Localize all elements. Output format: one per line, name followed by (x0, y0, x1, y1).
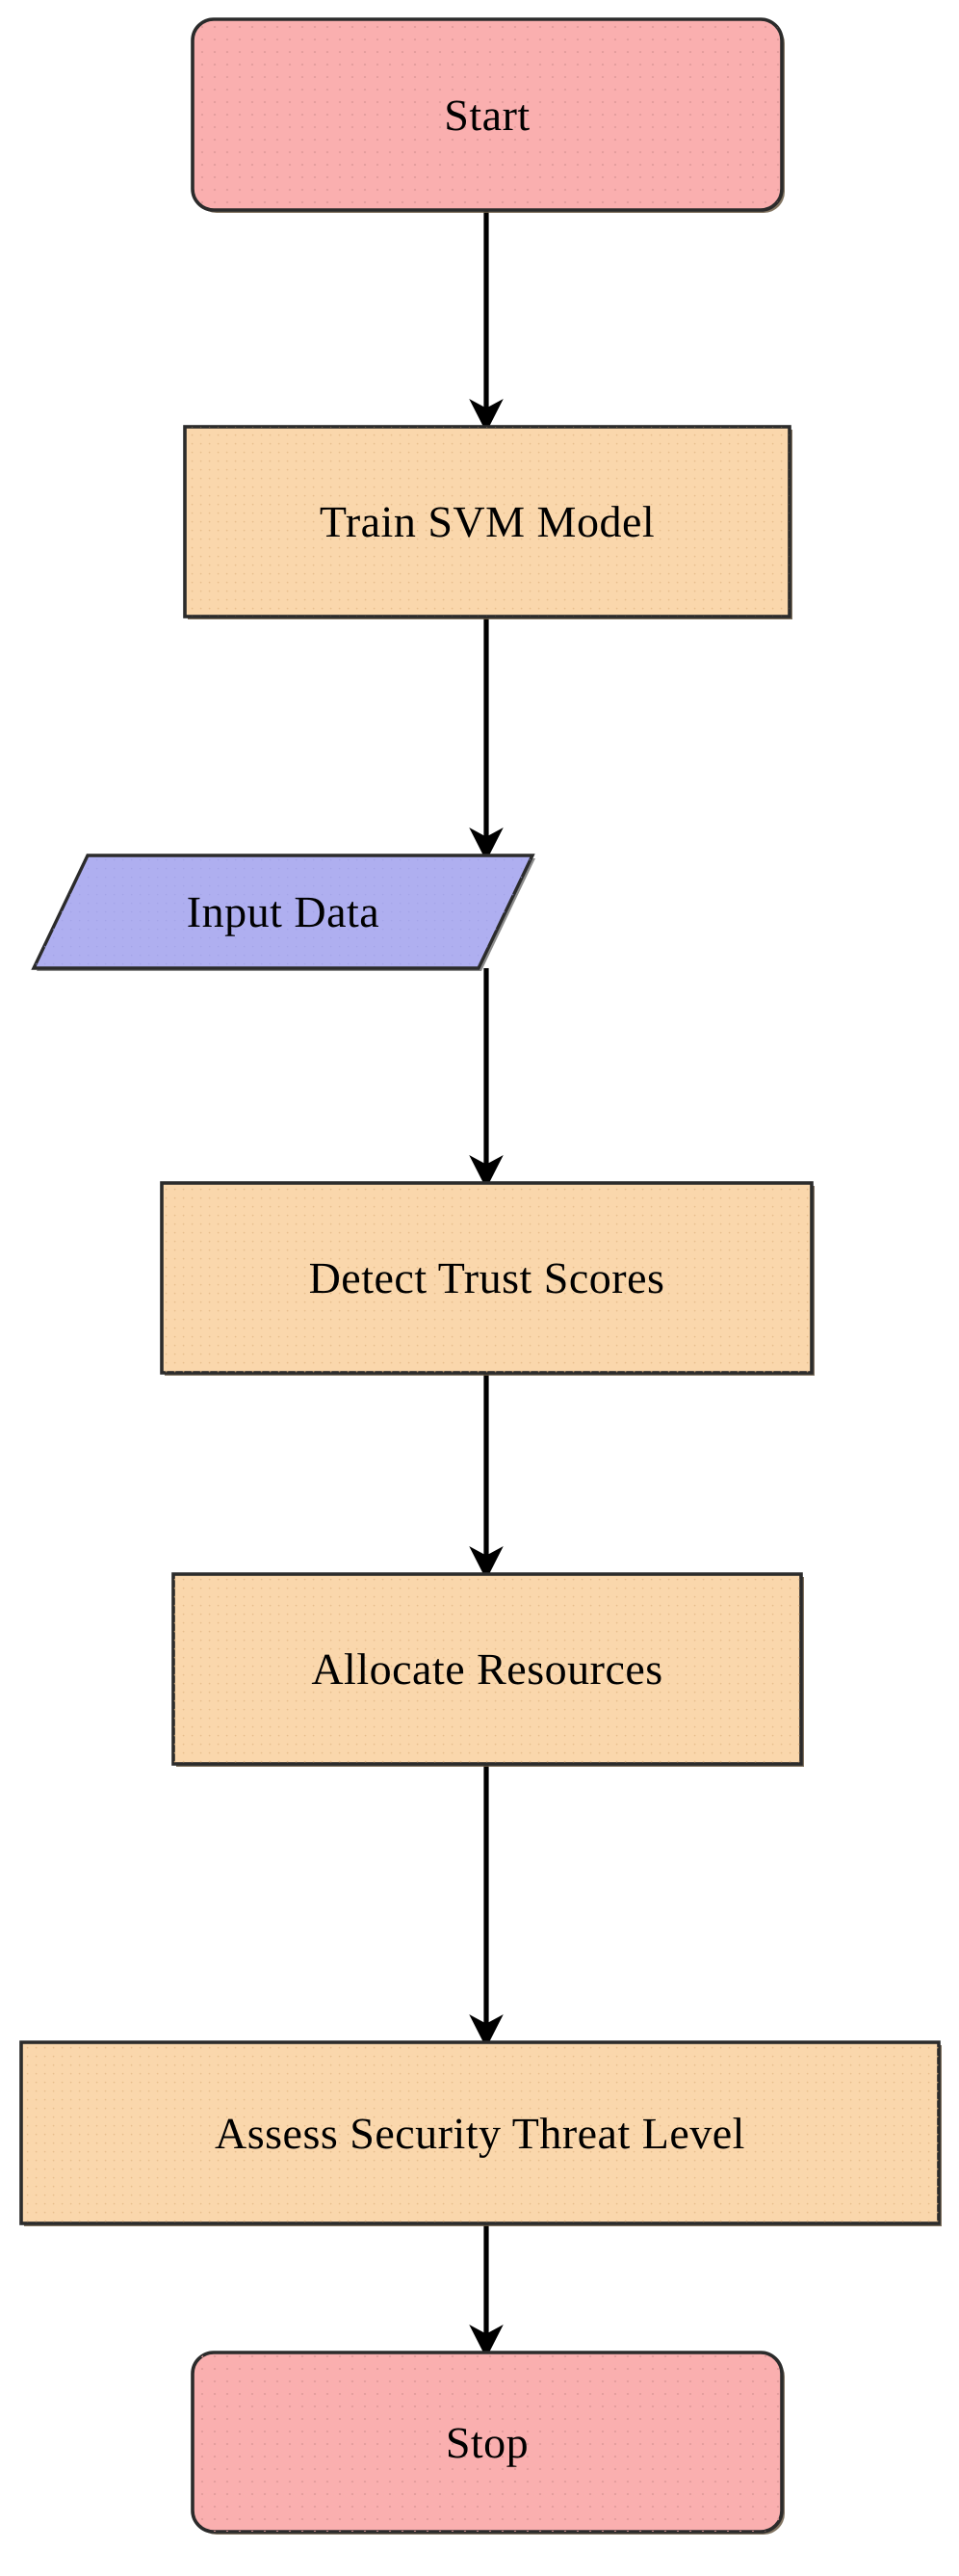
node-input-data[interactable] (31, 854, 535, 971)
nodes-layer (19, 17, 942, 2535)
node-train-svm-model[interactable] (183, 425, 792, 619)
node-detect-trust-scores[interactable] (160, 1181, 815, 1376)
node-stop[interactable] (191, 2351, 785, 2535)
node-allocate-resources[interactable] (171, 1572, 804, 1767)
node-assess-security-threat-level[interactable] (19, 2040, 942, 2226)
node-start[interactable] (191, 17, 785, 213)
